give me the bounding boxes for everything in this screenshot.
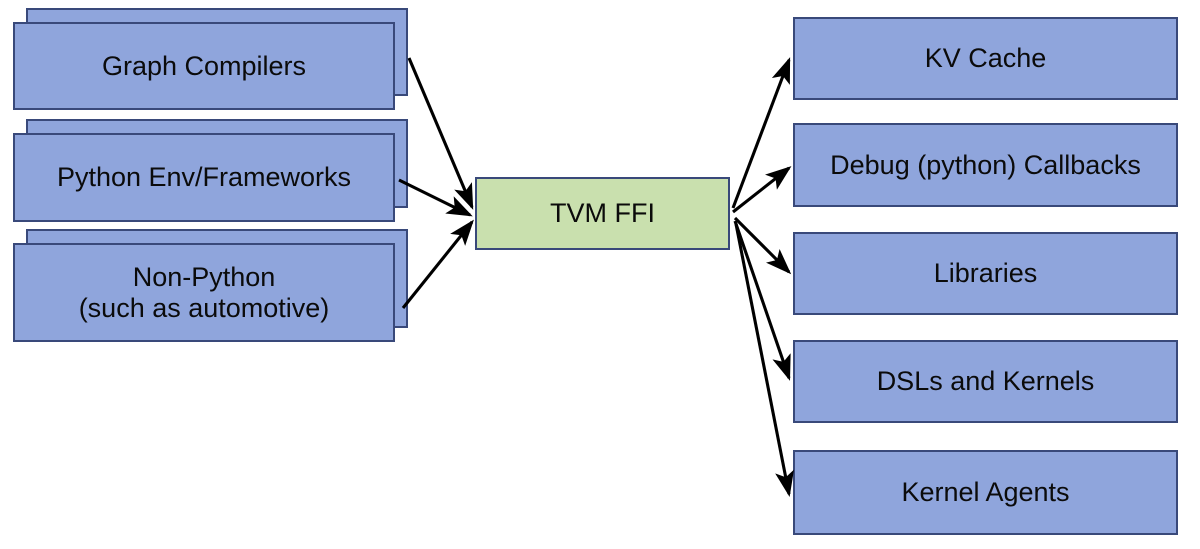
arrow-ffi-to-kernel-agents <box>734 223 795 498</box>
non-python-label: Non-Python (such as automotive) <box>78 262 330 323</box>
arrow-python-env-to-ffi <box>398 178 473 217</box>
graph-compilers-box[interactable]: Graph Compilers <box>13 22 395 110</box>
libraries-box[interactable]: Libraries <box>793 232 1178 315</box>
dsls-and-kernels-label: DSLs and Kernels <box>876 366 1095 397</box>
tvm-ffi-box[interactable]: TVM FFI <box>475 177 730 250</box>
kv-cache-label: KV Cache <box>924 43 1047 74</box>
arrow-graph-compilers-to-ffi <box>407 57 474 210</box>
producer-stack-python-env-frameworks: Python Env/Frameworks <box>13 119 408 222</box>
producer-stack-graph-compilers: Graph Compilers <box>13 8 408 110</box>
arrow-ffi-to-dsls-kernels <box>733 220 791 381</box>
kernel-agents-label: Kernel Agents <box>901 477 1070 508</box>
debug-python-callbacks-box[interactable]: Debug (python) Callbacks <box>793 123 1178 207</box>
producer-stack-non-python: Non-Python (such as automotive) <box>13 229 408 342</box>
tvm-ffi-label: TVM FFI <box>550 198 655 229</box>
arrow-ffi-to-debug-callbacks <box>732 166 792 214</box>
arrow-non-python-to-ffi <box>401 219 474 309</box>
graph-compilers-label: Graph Compilers <box>101 50 307 81</box>
kernel-agents-box[interactable]: Kernel Agents <box>793 450 1178 535</box>
arrow-ffi-to-libraries <box>733 216 792 275</box>
arrow-ffi-to-kv-cache <box>731 57 791 209</box>
non-python-box[interactable]: Non-Python (such as automotive) <box>13 243 395 342</box>
kv-cache-box[interactable]: KV Cache <box>793 17 1178 100</box>
python-env-frameworks-box[interactable]: Python Env/Frameworks <box>13 133 395 222</box>
dsls-and-kernels-box[interactable]: DSLs and Kernels <box>793 340 1178 423</box>
python-env-frameworks-label: Python Env/Frameworks <box>56 162 352 193</box>
debug-python-callbacks-label: Debug (python) Callbacks <box>830 149 1141 180</box>
libraries-label: Libraries <box>933 258 1038 289</box>
